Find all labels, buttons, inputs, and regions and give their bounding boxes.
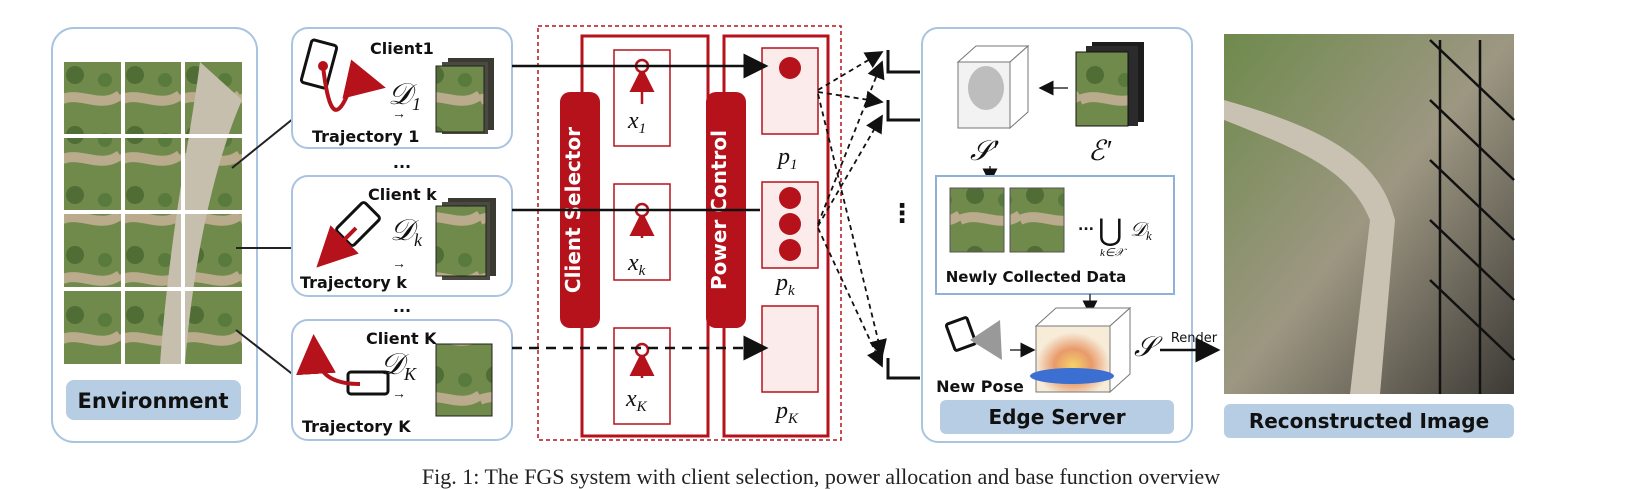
edge-prev-images [1075, 42, 1144, 127]
drone-icon [299, 38, 339, 90]
client-1-name: Client1 [370, 39, 434, 58]
edge-s-prime: 𝒮′ [970, 136, 999, 167]
reconstructed-label: Reconstructed Image [1249, 409, 1489, 433]
power-var-K: pK [774, 398, 799, 427]
antenna-icon [886, 50, 920, 380]
client-1-trajectory: Trajectory 1 [312, 127, 419, 146]
trajectory-k-path [316, 225, 359, 268]
render-label: Render [1171, 331, 1218, 346]
env-link-1 [231, 117, 295, 169]
union-symbol: ⋃ [1098, 214, 1123, 247]
gaussian-cube-prev [956, 44, 1030, 130]
new-data-image-1 [949, 187, 1005, 253]
uplink-arrows [817, 51, 887, 368]
scheduling-box [537, 25, 842, 441]
figure-caption: Fig. 1: The FGS system with client selec… [422, 464, 1220, 489]
new-data-image-2 [1009, 187, 1065, 253]
client-1-images [435, 58, 494, 134]
edge-e-prime: ℰ′ [1088, 136, 1112, 167]
client-k-trajectory: Trajectory k [300, 273, 407, 292]
trajectory-1-path [321, 59, 386, 112]
env-link-K [235, 329, 301, 381]
edge-label-bg [940, 400, 1174, 434]
selector-var-1: x1 [627, 108, 646, 137]
environment-image [64, 62, 242, 364]
client-K-name: Client K [366, 329, 437, 348]
power-var-1: p1 [776, 144, 798, 173]
newly-collected-label: Newly Collected Data [946, 268, 1127, 286]
client-K-arrow-glyph: → [392, 387, 406, 402]
client-k-arrow-glyph: → [392, 257, 406, 272]
edge-vdots: ⋮ [889, 199, 915, 229]
new-pose-label: New Pose [936, 377, 1024, 396]
power-level-dots [779, 57, 801, 261]
client-1-arrow-glyph: → [392, 107, 406, 122]
union-sub: k∈𝒳 [1100, 247, 1127, 259]
client-K-trajectory: Trajectory K [302, 417, 411, 436]
selector-var-k: xk [627, 250, 646, 279]
environment-label-bg [66, 380, 241, 420]
selector-var-K: xK [625, 386, 648, 415]
client-K-data: 𝒟K [380, 348, 417, 384]
camera-icon [944, 316, 1002, 360]
edge-label: Edge Server [988, 405, 1125, 429]
environment-label: Environment [77, 389, 228, 413]
client-k-name: Client k [368, 185, 437, 204]
reconstructed-label-bg [1224, 404, 1514, 438]
trajectory-K-path [296, 334, 361, 386]
union-data: 𝒟k [1130, 219, 1152, 243]
union-dots: ... [1078, 218, 1094, 234]
client-ellipsis-2: ... [393, 297, 411, 316]
client-k-images [435, 198, 496, 280]
reconstructed-image [1224, 34, 1515, 394]
power-var-k: pk [774, 270, 795, 299]
client-ellipsis-1: ... [393, 153, 411, 172]
gaussian-cube-current [1030, 306, 1132, 394]
client-K-images [435, 343, 493, 417]
power-cell-K [761, 305, 819, 393]
